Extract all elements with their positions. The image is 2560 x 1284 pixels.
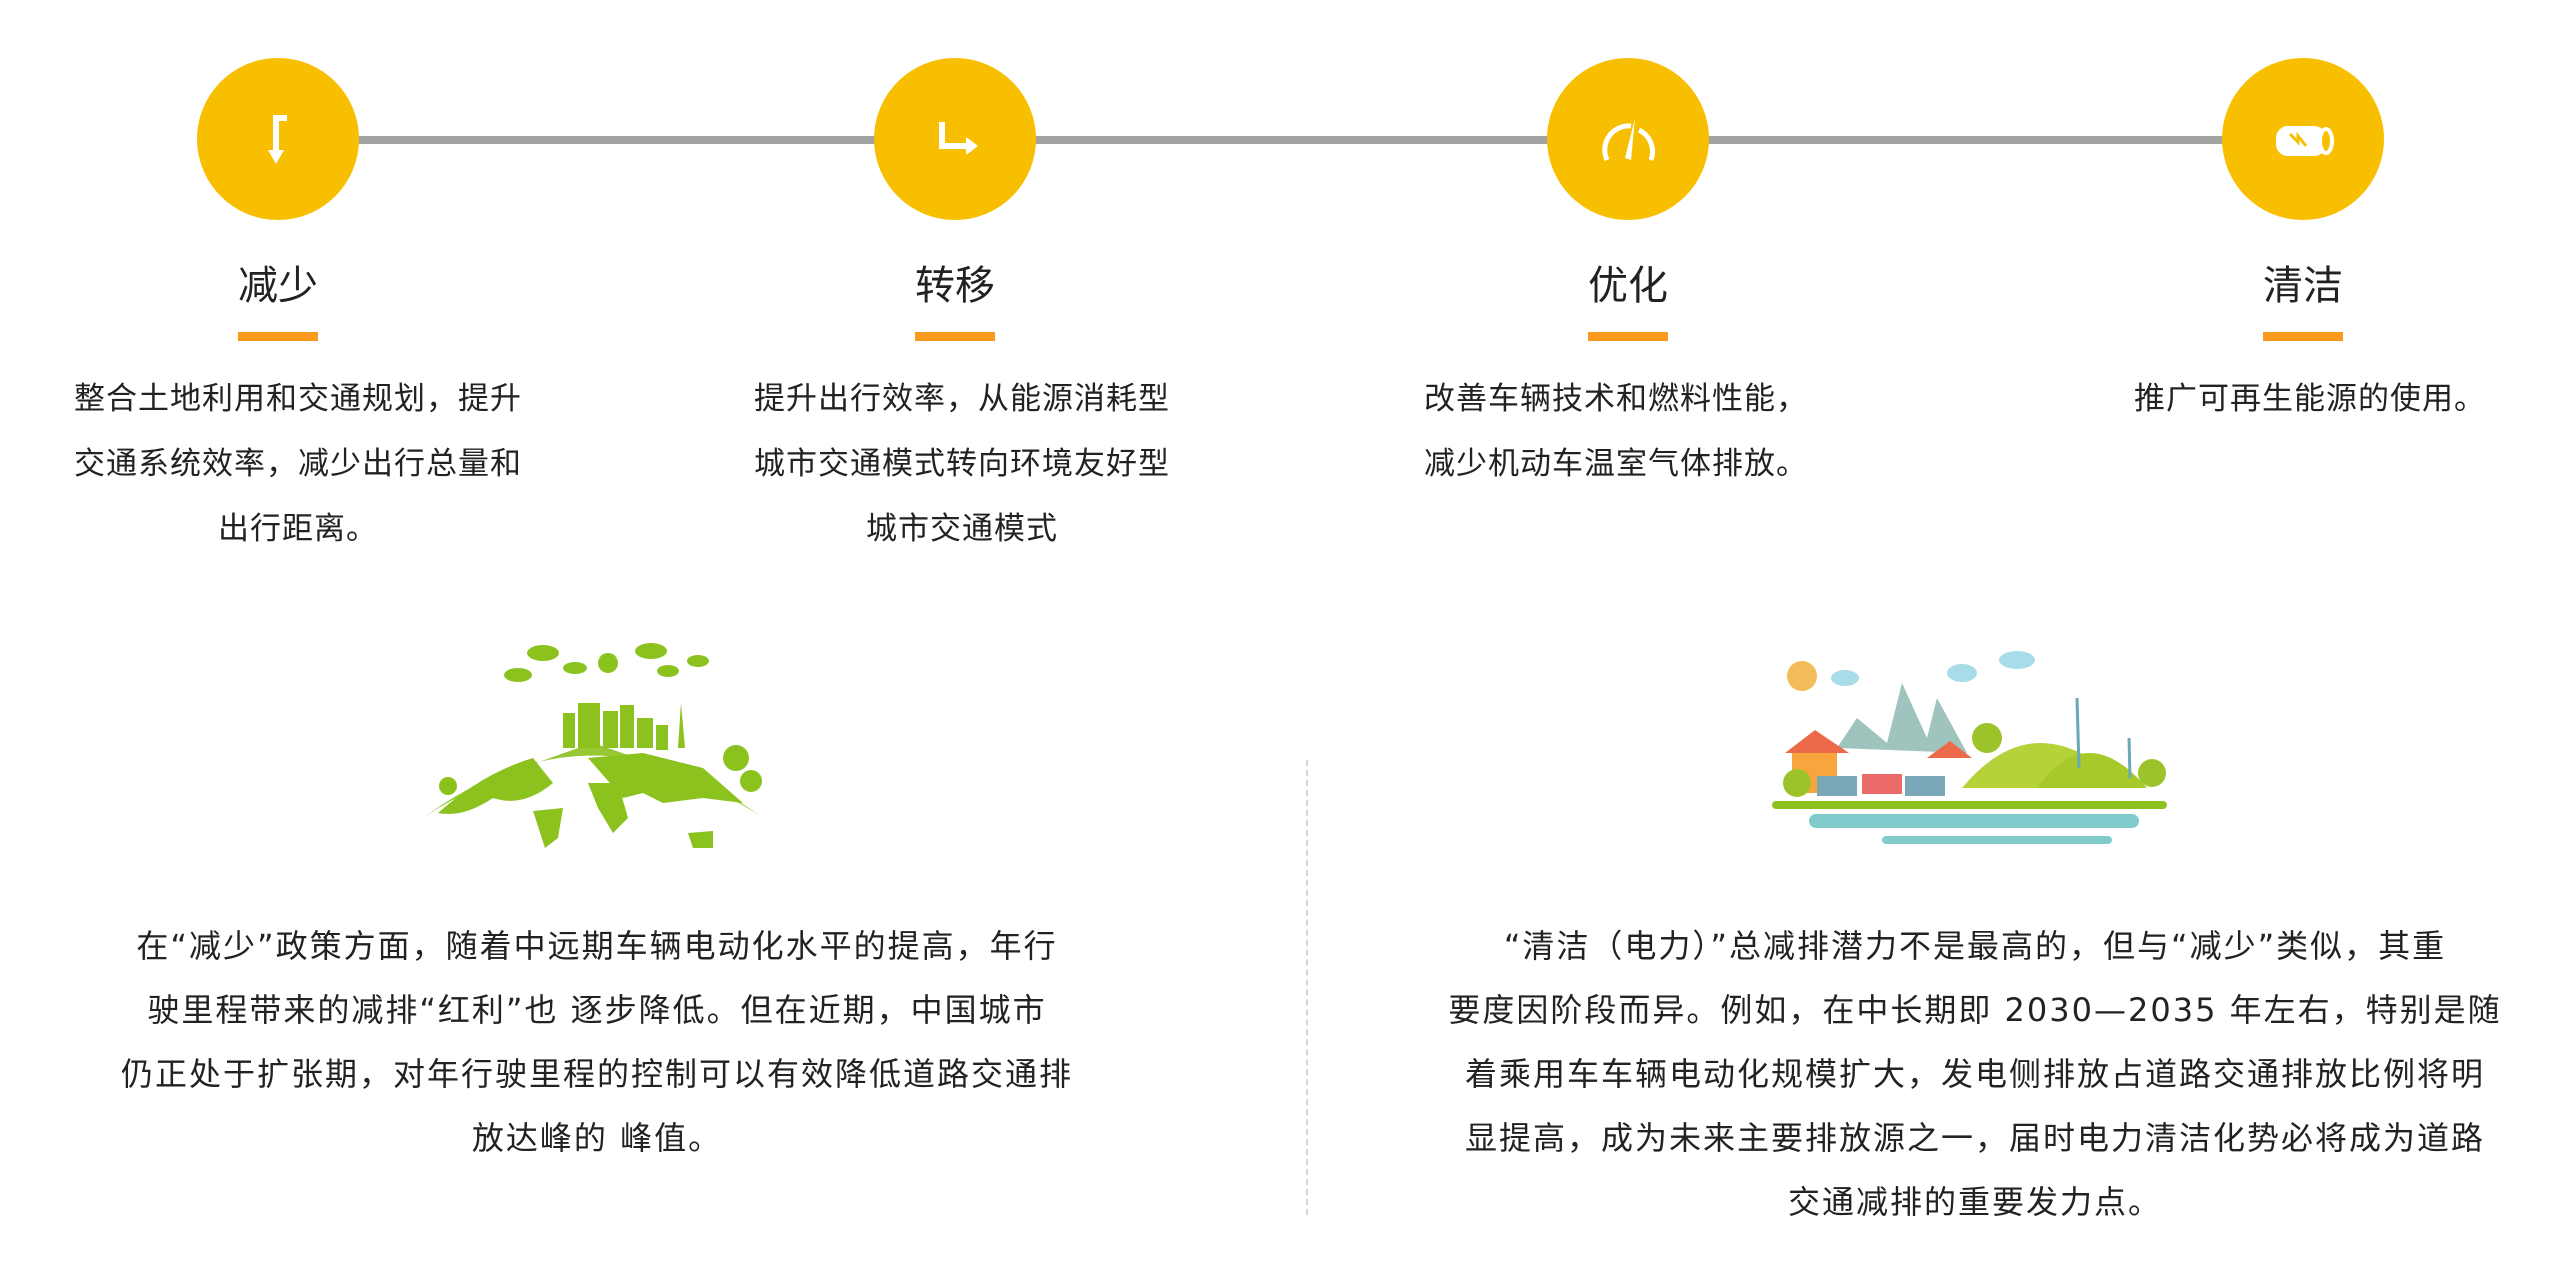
speedometer-icon (1602, 118, 1656, 162)
step-description: 推广可再生能源的使用。 (2017, 367, 2560, 432)
desc-line: 减少机动车温室气体排放。 (1424, 446, 1808, 482)
step-clean: 清洁 推广可再生能源的使用。 (2003, 58, 2560, 432)
paragraph-line: “清洁（电力）”总减排潜力不是最高的，但与“减少”类似，其重 (1503, 927, 2447, 965)
paragraph-line: 仍正处于扩张期，对年行驶里程的控制可以有效降低道路交通排 (120, 1055, 1074, 1093)
step-description: 整合土地利用和交通规划，提升 交通系统效率，减少出行总量和 出行距离。 (18, 367, 578, 562)
step-title: 减少 (238, 263, 318, 309)
paragraph-line: 要度因阶段而异。例如，在中长期即 2030—2035 年左右，特别是随 (1448, 991, 2502, 1029)
paragraph-line: 着乘用车车辆电动化规模扩大，发电侧排放占道路交通排放比例将明 (1464, 1055, 2486, 1093)
step-shift: 转移 提升出行效率，从能源消耗型 城市交通模式转向环境友好型 城市交通模式 (655, 58, 1255, 562)
clean-energy-landscape-illustration (1772, 651, 2167, 844)
title-underline (1588, 332, 1668, 341)
green-globe-illustration (423, 643, 763, 848)
reduce-policy-paragraph: 在“减少”政策方面，随着中远期车辆电动化水平的提高，年行 驶里程带来的减排“红利… (121, 914, 1073, 1170)
step-title: 转移 (915, 263, 995, 309)
paragraph-line: 显提高，成为未来主要排放源之一，届时电力清洁化势必将成为道路 (1464, 1119, 2486, 1157)
step-title: 优化 (1588, 263, 1668, 309)
clean-power-paragraph: “清洁（电力）”总减排潜力不是最高的，但与“减少”类似，其重 要度因阶段而异。例… (1448, 914, 2501, 1234)
step-circle (1547, 58, 1709, 220)
desc-line: 交通系统效率，减少出行总量和 (74, 446, 522, 482)
step-title: 清洁 (2263, 263, 2343, 309)
battery-charge-icon (2276, 126, 2334, 156)
step-optimize: 优化 改善车辆技术和燃料性能， 减少机动车温室气体排放。 (1328, 58, 1928, 497)
title-underline (238, 332, 318, 341)
paragraph-line: 放达峰的 峰值。 (471, 1119, 723, 1157)
paragraph-line: 在“减少”政策方面，随着中远期车辆电动化水平的提高，年行 (136, 927, 1058, 965)
title-underline (915, 332, 995, 341)
turn-right-arrow-icon (939, 122, 978, 155)
paragraph-line: 驶里程带来的减排“红利”也 逐步降低。但在近期，中国城市 (147, 991, 1047, 1029)
step-circle (197, 58, 359, 220)
desc-line: 城市交通模式 (866, 511, 1058, 547)
title-underline (2263, 332, 2343, 341)
desc-line: 提升出行效率，从能源消耗型 (754, 381, 1170, 417)
step-circle (874, 58, 1036, 220)
turn-down-arrow-icon (268, 115, 287, 164)
step-reduce: 减少 整合土地利用和交通规划，提升 交通系统效率，减少出行总量和 出行距离。 (0, 58, 578, 562)
desc-line: 整合土地利用和交通规划，提升 (74, 381, 522, 417)
paragraph-line: 交通减排的重要发力点。 (1787, 1183, 2163, 1221)
desc-line: 城市交通模式转向环境友好型 (754, 446, 1170, 482)
timeline-connector (278, 136, 2303, 144)
step-description: 改善车辆技术和燃料性能， 减少机动车温室气体排放。 (1328, 367, 1928, 497)
desc-line: 推广可再生能源的使用。 (2134, 381, 2486, 417)
desc-line: 出行距离。 (218, 511, 378, 547)
step-description: 提升出行效率，从能源消耗型 城市交通模式转向环境友好型 城市交通模式 (669, 367, 1255, 562)
column-divider (1306, 760, 1308, 1215)
desc-line: 改善车辆技术和燃料性能， (1424, 381, 1808, 417)
step-circle (2222, 58, 2384, 220)
